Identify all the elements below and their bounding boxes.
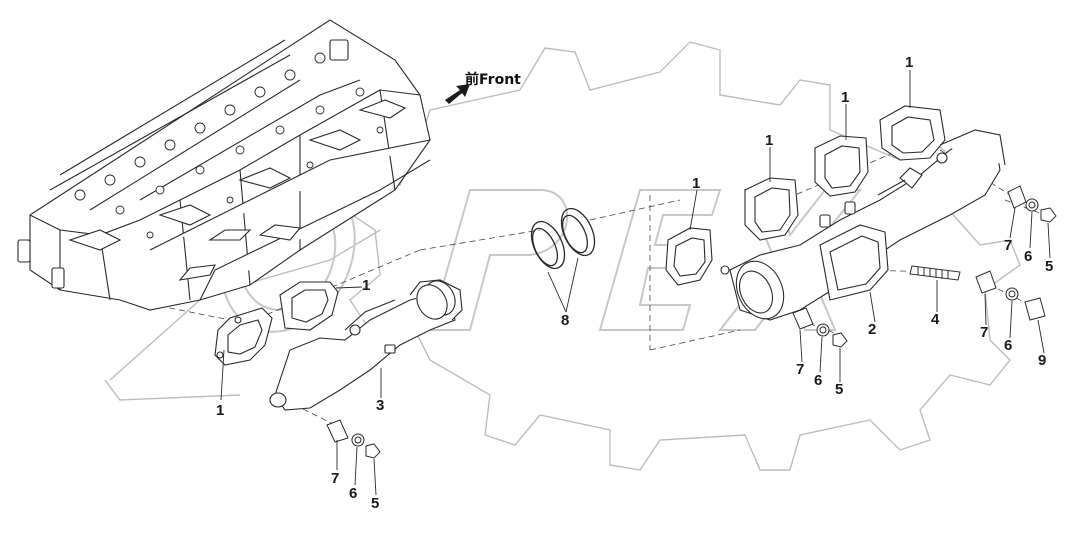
gasket-part-1-right-d — [879, 105, 946, 161]
gasket-part-1-right-c — [814, 135, 869, 197]
callout-part-2: 2 — [868, 321, 877, 338]
front-direction-label: 前Front — [465, 72, 521, 88]
gasket-part-1-left — [214, 307, 273, 366]
cylinder-head — [17, 19, 431, 311]
callout-part-5: 5 — [371, 495, 380, 512]
callout-part-6: 6 — [1024, 248, 1033, 265]
callout-part-7: 7 — [331, 470, 340, 487]
leader-lines — [220, 70, 1051, 496]
callout-part-7: 7 — [1004, 237, 1013, 254]
callout-part-5: 5 — [835, 381, 844, 398]
callout-part-1: 1 — [362, 277, 371, 294]
callout-part-1: 1 — [216, 402, 225, 419]
callout-part-1: 1 — [692, 175, 701, 192]
gasket-part-1-right-a — [665, 227, 713, 286]
callout-part-7: 7 — [980, 324, 989, 341]
gasket-part-1-right-b — [744, 177, 799, 241]
front-arrow-icon — [445, 84, 470, 104]
callout-part-6: 6 — [349, 485, 358, 502]
callout-part-1: 1 — [765, 132, 774, 149]
callout-part-3: 3 — [376, 397, 385, 414]
callout-part-1: 1 — [841, 89, 850, 106]
cylinder-head-bolts — [74, 52, 384, 239]
callout-part-5: 5 — [1045, 258, 1054, 275]
fasteners — [326, 185, 1057, 459]
callout-part-9: 9 — [1038, 352, 1047, 369]
callout-part-8: 8 — [561, 312, 570, 329]
callout-part-1: 1 — [905, 54, 914, 71]
callout-part-7: 7 — [796, 361, 805, 378]
callout-part-4: 4 — [931, 311, 940, 328]
exhaust-manifold-rear-part-2 — [720, 129, 1006, 321]
gasket-part-1-center — [279, 281, 339, 331]
seal-rings-part-8 — [530, 207, 596, 270]
callout-part-6: 6 — [1004, 337, 1013, 354]
callout-part-6: 6 — [814, 372, 823, 389]
exhaust-manifold-front-part-3 — [269, 279, 463, 411]
